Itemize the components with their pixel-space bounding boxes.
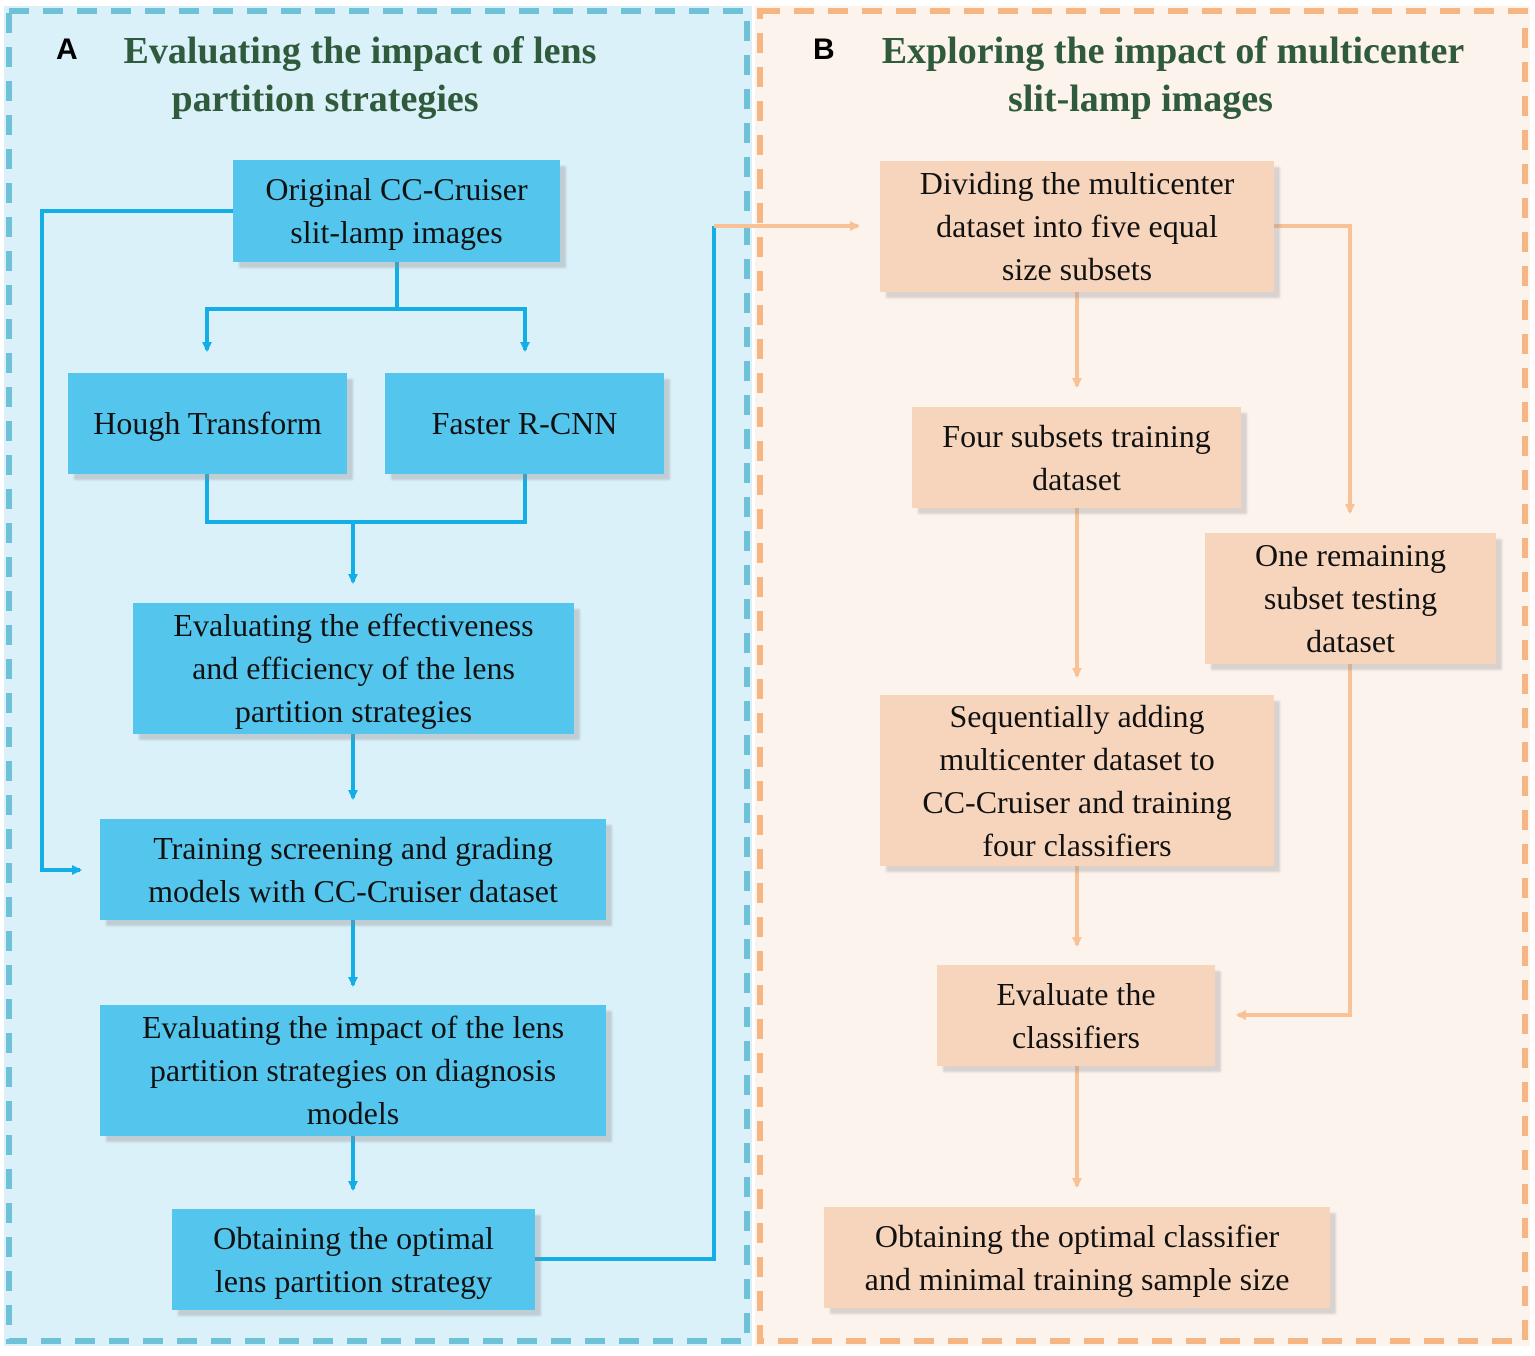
panel-b-border xyxy=(757,8,1528,1344)
arrow-original-to-faster xyxy=(397,307,530,352)
connector-optimal-blue-segment xyxy=(535,226,716,1261)
panel-b-title: Exploring the impact of multicenter slit… xyxy=(850,27,1496,123)
box-sequential-line2: multicenter dataset to xyxy=(939,740,1215,777)
box-original-images: Original CC-Cruiser slit-lamp images xyxy=(233,160,560,262)
box-evaluate-classifiers: Evaluate the classifiers xyxy=(937,965,1215,1066)
box-hough-transform: Hough Transform xyxy=(68,373,347,474)
panel-a-letter: A xyxy=(56,33,78,66)
box-evaluating-line3: partition strategies xyxy=(234,693,473,729)
arrow-original-to-training xyxy=(40,209,233,875)
box-sequential-line1: Sequentially adding xyxy=(949,697,1205,734)
box-four-line2: dataset xyxy=(1032,460,1121,497)
box-sequential-adding: Sequentially adding multicenter dataset … xyxy=(880,695,1274,866)
box-training-models: Training screening and grading models wi… xyxy=(100,819,606,920)
box-original-line2: slit-lamp images xyxy=(290,214,503,250)
box-training-line1: Training screening and grading xyxy=(153,829,553,866)
box-classifier-line2: and minimal training sample size xyxy=(864,1260,1290,1297)
arrow-dividing-to-remaining xyxy=(1274,224,1355,514)
panel-a-title-line2: partition strategies xyxy=(171,78,479,120)
panel-a-border xyxy=(6,8,750,1344)
panel-b-title-line1: Exploring the impact of multicenter xyxy=(881,30,1465,72)
box-optimal-strategy: Obtaining the optimal lens partition str… xyxy=(172,1209,535,1310)
panel-b-letter: B xyxy=(813,33,835,66)
box-faster-rcnn: Faster R-CNN xyxy=(385,373,664,474)
box-evaluating-line1: Evaluating the effectiveness xyxy=(173,607,534,643)
box-impact-line2: partition strategies on diagnosis xyxy=(149,1052,557,1088)
box-remaining-subset: One remaining subset testing dataset xyxy=(1205,533,1496,664)
box-evaluating-line2: and efficiency of the lens xyxy=(192,650,515,686)
box-hough-label: Hough Transform xyxy=(93,405,322,441)
box-dividing-line1: Dividing the multicenter xyxy=(919,165,1235,201)
panel-a-title-line1: Evaluating the impact of lens xyxy=(123,30,597,72)
box-remaining-line1: One remaining xyxy=(1254,537,1447,573)
box-classifier-line1: Obtaining the optimal classifier xyxy=(874,1217,1280,1254)
box-evaluate-line2: classifiers xyxy=(1012,1018,1140,1055)
arrow-remaining-to-evaluate xyxy=(1236,664,1352,1020)
box-remaining-line2: subset testing xyxy=(1263,580,1438,616)
box-evaluate-line1: Evaluate the xyxy=(996,975,1156,1012)
panel-a-title: Evaluating the impact of lens partition … xyxy=(90,27,630,123)
panel-b-title-line2: slit-lamp images xyxy=(1008,78,1273,120)
box-original-line1: Original CC-Cruiser xyxy=(265,171,528,207)
box-four-line1: Four subsets training xyxy=(942,417,1211,454)
box-optimal-line1: Obtaining the optimal xyxy=(213,1219,494,1256)
box-dividing-line3: size subsets xyxy=(1001,251,1153,287)
box-faster-label: Faster R-CNN xyxy=(431,405,618,441)
box-impact-line1: Evaluating the impact of the lens xyxy=(141,1009,565,1045)
box-impact-line3: models xyxy=(306,1095,400,1131)
box-sequential-line3: CC-Cruiser and training xyxy=(922,783,1232,820)
box-sequential-line4: four classifiers xyxy=(982,826,1172,863)
box-optimal-classifier: Obtaining the optimal classifier and min… xyxy=(824,1207,1330,1308)
box-dividing-dataset: Dividing the multicenter dataset into fi… xyxy=(880,161,1274,292)
box-training-line2: models with CC-Cruiser dataset xyxy=(148,872,558,909)
box-impact-on-models: Evaluating the impact of the lens partit… xyxy=(100,1005,606,1136)
box-optimal-line2: lens partition strategy xyxy=(214,1262,493,1299)
box-four-subsets: Four subsets training dataset xyxy=(912,407,1241,508)
box-dividing-line2: dataset into five equal xyxy=(936,208,1218,244)
box-remaining-line3: dataset xyxy=(1306,623,1395,659)
box-evaluating-strategies: Evaluating the effectiveness and efficie… xyxy=(133,603,574,734)
arrow-original-to-hough xyxy=(202,262,399,352)
connector-merge-methods xyxy=(205,474,527,524)
